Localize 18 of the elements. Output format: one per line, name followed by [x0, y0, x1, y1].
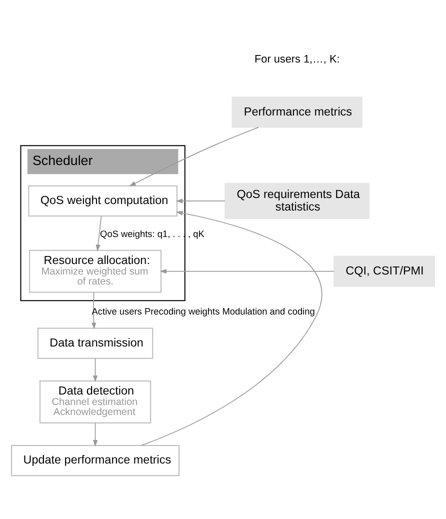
label: For users 1,…, K:	[254, 52, 340, 65]
arrow	[160, 268, 334, 274]
node-box: QoS requirements Data statistics	[224, 182, 370, 219]
node-box: Data transmission	[37, 327, 154, 358]
node-box: Resource allocation: Maximize weighted sum of rates.	[29, 249, 162, 292]
arrow	[92, 358, 98, 382]
node-box: CQI, CSIT/PMI	[333, 255, 435, 286]
arrow	[92, 422, 98, 446]
node-box: Data detection Channel estimation Acknowledgement	[40, 380, 152, 423]
arrow	[96, 215, 102, 251]
edge-label: Active users Precoding weights Modulation and coding	[92, 306, 315, 316]
node-box: QoS weight computation	[28, 184, 178, 216]
arrow	[176, 198, 226, 203]
node-box: Update performance metrics	[11, 444, 180, 476]
arrow	[140, 210, 322, 446]
arrow	[129, 126, 259, 186]
arrow	[92, 291, 96, 329]
node-box: Performance metrics	[232, 96, 363, 128]
